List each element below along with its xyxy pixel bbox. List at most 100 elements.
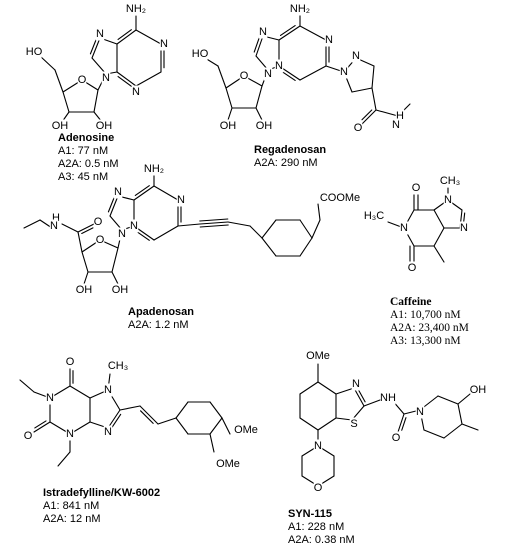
- istradefylline-carbonyl: [33, 421, 51, 433]
- syn115-thiazole: [353, 387, 365, 407]
- regadenosan-sugar-ring: [225, 87, 233, 109]
- syn115-piperidine: [443, 423, 463, 439]
- atom-label-mask: [131, 85, 141, 99]
- apadenosan-sugar-ring: [111, 247, 119, 273]
- atom-label-mask: [459, 221, 469, 235]
- istradefylline-n: N: [104, 384, 112, 396]
- apadenosan-nh: H: [52, 212, 60, 224]
- syn115-benzo-ring: [299, 417, 319, 431]
- atom-label-mask: [256, 119, 272, 133]
- atom-label-mask: [65, 355, 75, 369]
- atom-label-mask: [51, 211, 61, 225]
- adenosine-nh2: NH₂: [126, 3, 146, 15]
- istradefylline-ome-bond: [221, 417, 231, 435]
- affinity-caffeine-a3: A3: 13,300 nM: [390, 335, 461, 347]
- adenosine-sugar-ring: [62, 91, 70, 113]
- apadenosan-n: N: [114, 186, 122, 198]
- atom-label-mask: [407, 261, 417, 275]
- atom-label-mask: [351, 377, 361, 391]
- regadenosan-n: N: [340, 66, 348, 78]
- syn115-s: S: [350, 418, 357, 430]
- atom-label-mask: [217, 457, 239, 471]
- caffeine-six-ring: [433, 209, 445, 229]
- apadenosan-ester: [317, 203, 321, 221]
- syn115-thiazole: [357, 388, 366, 403]
- apadenosan-amide: [61, 223, 79, 233]
- affinity-syn115-a1: A1: 228 nM: [288, 521, 345, 533]
- regadenosan-amide: [361, 109, 373, 121]
- caption-regadenosan: Regadenosan A2A: 290 nM: [254, 144, 326, 170]
- regadenosan-n: N: [275, 60, 283, 72]
- adenosine-ring: [117, 75, 132, 87]
- affinity-istradefylline-a1: A1: 841 nM: [43, 500, 100, 512]
- adenosine-ch2: [54, 69, 64, 93]
- adenosine-oh: OH: [96, 120, 113, 132]
- syn115-benzo-ring: [317, 381, 337, 395]
- istradefylline-six-ring: [69, 385, 91, 399]
- regadenosan-ring: [278, 25, 301, 41]
- atom-label-mask: [363, 209, 385, 223]
- istradefylline-n: N: [66, 428, 74, 440]
- caffeine-methyl-label: H₃C: [364, 210, 384, 222]
- atom-label-mask: [93, 215, 103, 229]
- apadenosan-cyclohexane: [261, 219, 277, 239]
- atom-label-mask: [313, 481, 323, 495]
- atom-label-mask: [101, 71, 111, 85]
- syn115-carbonyl-o: O: [392, 432, 401, 444]
- atom-label-mask: [103, 383, 113, 397]
- apadenosan-cyclohexane: [299, 219, 313, 239]
- syn115-n: N: [416, 406, 424, 418]
- apadenosan-coome: COOMe: [320, 192, 360, 204]
- atom-label-mask: [235, 423, 257, 437]
- regadenosan-nh2: NH₂: [290, 3, 310, 15]
- istradefylline-n: N: [46, 392, 54, 404]
- istradefylline-aryl: [175, 417, 189, 435]
- apadenosan-ring: [134, 185, 150, 196]
- regadenosan-oh: OH: [220, 120, 237, 132]
- atom-label-mask: [351, 49, 361, 63]
- atom-label-mask: [129, 219, 139, 233]
- syn115-thiazole: [335, 387, 355, 395]
- atom-label-mask: [411, 181, 421, 195]
- istradefylline-methyl-label: CH₃: [108, 360, 128, 372]
- atom-label-mask: [339, 65, 349, 79]
- regadenosan-n: N: [264, 68, 272, 80]
- atom-label-mask: [103, 425, 113, 439]
- istradefylline-five-ring: [111, 413, 122, 428]
- regadenosan-ring: [255, 35, 264, 57]
- affinity-adenosine-a2a: A2A: 0.5 nM: [58, 158, 119, 170]
- atom-label-mask: [263, 67, 273, 81]
- atom-label-mask: [307, 349, 329, 363]
- istradefylline-vinyl: [139, 405, 159, 425]
- istradefylline-carbonyl: [34, 420, 47, 429]
- adenosine-n: N: [102, 72, 110, 84]
- apadenosan-ring: [109, 195, 119, 217]
- atom-label-mask: [107, 359, 129, 373]
- atom-label-mask: [77, 73, 87, 87]
- apadenosan-cyclohexane: [299, 237, 313, 257]
- syn115-piperidine: [457, 403, 463, 425]
- atom-label-mask: [391, 431, 401, 445]
- atom-label-mask: [95, 233, 105, 247]
- apadenosan-ring: [107, 197, 115, 213]
- syn115-ome: OMe: [306, 350, 330, 362]
- istradefylline-ome: OMe: [234, 424, 258, 436]
- istradefylline-aryl: [175, 401, 189, 419]
- regadenosan-amide-n: N: [392, 119, 400, 131]
- apadenosan-oh: OH: [76, 284, 93, 296]
- affinity-istradefylline-a2a: A2A: 12 nM: [43, 513, 101, 525]
- atom-label-mask: [159, 37, 169, 51]
- bond-lines: [19, 13, 479, 487]
- syn115-piperidine: [423, 429, 445, 439]
- atom-label-mask: [112, 283, 128, 297]
- apadenosan-oh-bond: [111, 271, 119, 285]
- adenosine-n: N: [160, 38, 168, 50]
- apadenosan-n: N: [130, 220, 138, 232]
- adenosine-ring: [116, 71, 137, 87]
- adenosine-ring: [91, 57, 107, 75]
- syn115-urea: [401, 417, 407, 431]
- adenosine-ring: [135, 29, 162, 45]
- regadenosan-sugar-ring: [255, 85, 263, 109]
- regadenosan-carbonyl-o: O: [354, 122, 363, 134]
